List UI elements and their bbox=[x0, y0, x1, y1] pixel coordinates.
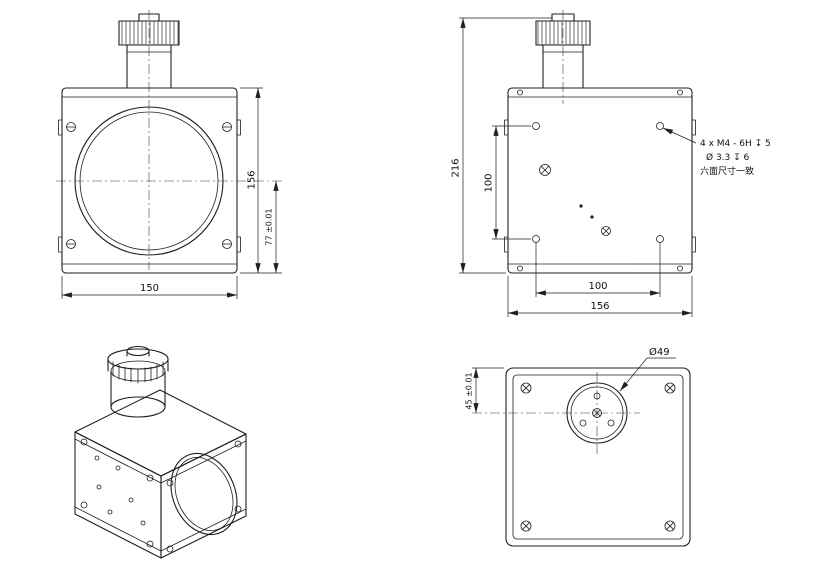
rear-dim-width-label: 156 bbox=[590, 301, 609, 312]
iso-left-face bbox=[74, 431, 162, 559]
rear-dim-hole-spacing-horizontal: 100 bbox=[535, 243, 661, 297]
rear-dim-width: 156 bbox=[507, 276, 693, 317]
rear-dim-hole-spacing-horizontal-label: 100 bbox=[588, 281, 607, 292]
front-dim-height: 156 bbox=[240, 87, 282, 274]
isometric-view bbox=[74, 345, 247, 559]
rear-dim-hole-spacing-vertical-label: 100 bbox=[484, 173, 495, 192]
front-view: 156 77 ±0.01 150 bbox=[56, 10, 282, 299]
top-dim-knob-diameter-label: Ø49 bbox=[649, 346, 670, 358]
front-dim-height-label: 156 bbox=[247, 170, 258, 189]
rear-dim-hole-spacing-vertical: 100 bbox=[484, 125, 531, 240]
front-dim-width-label: 150 bbox=[140, 283, 159, 294]
top-dim-edge-to-center: 45 ±0.01 bbox=[465, 367, 504, 413]
rear-dim-total-height: 216 bbox=[451, 17, 552, 274]
rear-knob bbox=[535, 13, 591, 89]
iso-lens-opening bbox=[170, 452, 238, 536]
top-dim-knob-diameter: Ø49 bbox=[619, 346, 676, 392]
front-dim-center-to-base-label: 77 ±0.01 bbox=[265, 208, 274, 245]
top-knob-circle bbox=[566, 382, 628, 444]
rear-hole-note-line1: 4 x M4 - 6H ↧ 5 bbox=[700, 139, 771, 149]
top-body bbox=[505, 367, 691, 547]
rear-body bbox=[504, 87, 696, 274]
top-dim-edge-to-center-label: 45 ±0.01 bbox=[465, 372, 474, 409]
rear-dim-total-height-label: 216 bbox=[451, 158, 462, 177]
rear-hole-note-line3: 六面尺寸一致 bbox=[700, 165, 754, 177]
iso-top-face bbox=[74, 389, 247, 477]
iso-right-face bbox=[160, 433, 247, 559]
rear-hole-note: 4 x M4 - 6H ↧ 5 Ø 3.3 ↧ 6 六面尺寸一致 bbox=[662, 127, 771, 177]
rear-hole-note-line2: Ø 3.3 ↧ 6 bbox=[706, 152, 750, 163]
top-view: Ø49 45 ±0.01 bbox=[465, 346, 691, 547]
front-dim-width: 150 bbox=[61, 276, 238, 299]
iso-knob bbox=[107, 345, 169, 418]
front-body bbox=[58, 87, 241, 274]
front-knob bbox=[118, 13, 180, 89]
front-dim-center-to-base: 77 ±0.01 bbox=[265, 181, 279, 273]
front-lens-circle bbox=[74, 106, 224, 256]
rear-view: 216 100 4 x M4 - 6H ↧ 5 Ø 3.3 ↧ 6 六面尺寸一致… bbox=[451, 10, 771, 317]
